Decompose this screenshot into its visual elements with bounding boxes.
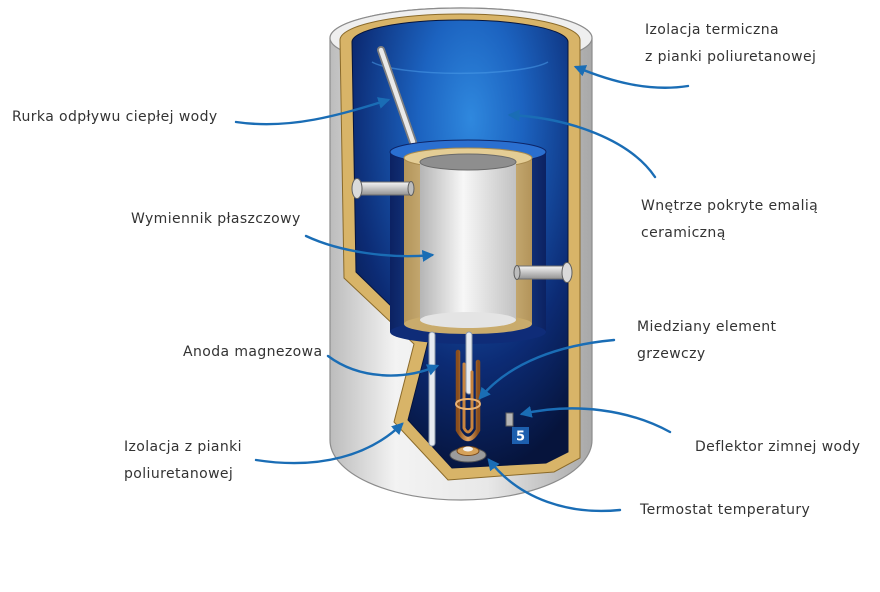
heat-exchanger (389, 139, 547, 344)
thermostat (449, 446, 487, 463)
label-copper-element-line2: grzewczy (637, 346, 706, 362)
label-hot-water-pipe: Rurka odpływu ciepłej wody (12, 109, 218, 125)
arrow-insulation-top (573, 65, 690, 89)
arrow-heat-exchanger (304, 234, 435, 262)
label-copper-element: Miedziany element grzewczy (637, 314, 776, 368)
label-heat-exchanger: Wymiennik płaszczowy (131, 211, 301, 227)
label-copper-element-line1: Miedziany element (637, 319, 777, 335)
label-insulation-top-line1: Izolacja termiczna (645, 22, 779, 38)
right-pipe-connector (513, 262, 573, 283)
label-insulation-bottom-line2: poliuretanowej (124, 466, 234, 482)
label-insulation-top: Izolacja termiczna z pianki poliuretanow… (645, 17, 816, 71)
copper-heating-element (455, 349, 481, 442)
arrow-insulation-bottom (254, 422, 404, 465)
label-enamel-interior-line2: ceramiczną (641, 225, 726, 241)
magnesium-anode-rod (428, 331, 436, 447)
heat-exchanger-core-bottom (420, 312, 516, 328)
arrow-enamel-interior (507, 109, 657, 179)
arrow-copper-element (478, 338, 616, 400)
label-enamel-interior: Wnętrze pokryte emalią ceramiczną (641, 193, 818, 247)
badge: 5 (512, 427, 529, 445)
label-magnesium-anode: Anoda magnezowa (183, 344, 323, 360)
label-cold-water-deflector: Deflektor zimnej wody (695, 439, 861, 455)
heat-exchanger-core-top (419, 153, 517, 171)
label-insulation-top-line2: z pianki poliuretanowej (645, 49, 817, 65)
arrow-thermostat (487, 458, 622, 513)
label-thermostat: Termostat temperatury (640, 502, 811, 518)
label-insulation-bottom: Izolacja z pianki poliuretanowej (124, 434, 242, 488)
cold-water-deflector (505, 412, 514, 427)
hot-water-pipe (377, 46, 417, 146)
heat-exchanger-core (420, 162, 516, 320)
label-enamel-interior-line1: Wnętrze pokryte emalią (641, 198, 819, 214)
arrow-hot-water-pipe (234, 97, 391, 126)
arrow-cold-water-deflector (519, 406, 672, 434)
badge-box (512, 427, 529, 444)
label-insulation-bottom-line1: Izolacja z pianki (124, 439, 242, 455)
left-pipe-connector (351, 178, 415, 199)
badge-number: 5 (516, 430, 525, 445)
arrow-magnesium-anode (326, 354, 440, 377)
